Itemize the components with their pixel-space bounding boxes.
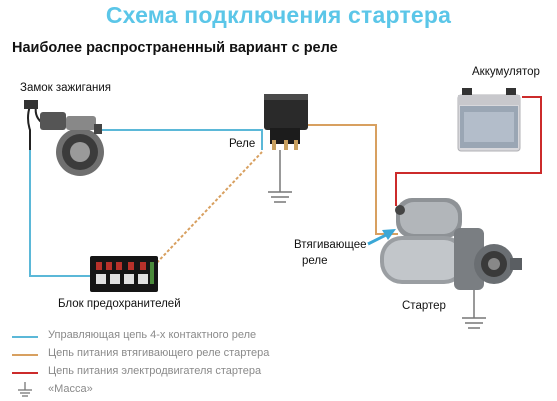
legend-line-solenoid: [12, 354, 38, 356]
label-fuse-box: Блок предохранителей: [58, 298, 181, 310]
relay: [264, 94, 308, 150]
ignition-lock: [24, 100, 104, 176]
legend-line-motor: [12, 372, 38, 374]
starter-ground-icon: [462, 290, 486, 328]
battery: [458, 88, 520, 151]
legend-line-control: [12, 336, 38, 338]
legend-text-ground: «Масса»: [48, 383, 93, 395]
label-battery: Аккумулятор: [472, 66, 540, 78]
legend-item-control: Управляющая цепь 4-х контактного реле: [12, 328, 332, 344]
legend-text-solenoid: Цепь питания втягивающего реле стартера: [48, 347, 269, 359]
starter: [380, 198, 522, 290]
legend-item-solenoid: Цепь питания втягивающего реле стартера: [12, 346, 332, 362]
label-solenoid-line2: реле: [302, 255, 328, 267]
fuse-box: [90, 256, 158, 292]
label-ignition: Замок зажигания: [20, 82, 111, 94]
label-solenoid-line1: Втягивающее: [294, 239, 367, 251]
label-starter: Стартер: [402, 300, 446, 312]
wire-fusebox-to-relay: [150, 152, 262, 270]
wire-relay-to-solenoid: [288, 125, 398, 234]
legend-item-motor: Цепь питания электродвигателя стартера: [12, 364, 332, 380]
legend-item-ground: «Масса»: [12, 382, 332, 398]
legend-text-motor: Цепь питания электродвигателя стартера: [48, 365, 261, 377]
relay-ground-icon: [268, 150, 292, 202]
ground-icon: [12, 382, 38, 398]
label-relay: Реле: [229, 138, 255, 150]
legend-text-control: Управляющая цепь 4-х контактного реле: [48, 329, 256, 341]
